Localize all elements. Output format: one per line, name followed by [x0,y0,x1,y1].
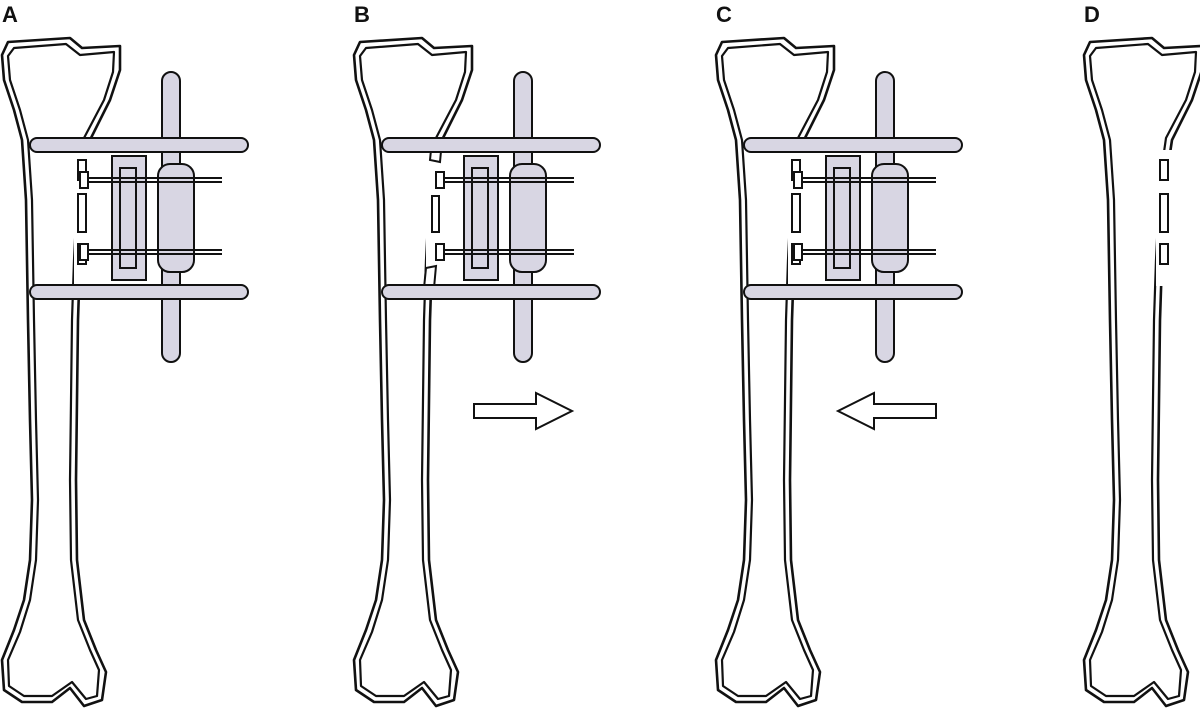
fixator-bottom-bar [29,284,249,300]
pin-clamp-1 [79,171,89,189]
tibia-outer-cortex [714,36,836,708]
transport-fragment [791,193,801,233]
pin-clamp-1 [435,171,445,189]
transport-direction-arrow-right [473,391,575,431]
pin-clamp-2 [793,243,803,261]
bone-segment-upper [1159,159,1169,181]
panel-label-a: A [2,2,18,27]
fixator-bottom-bar [381,284,601,300]
tibia-inner-cortex [358,42,468,701]
transport-carriage-inner [471,167,489,269]
panel-d: D [1082,2,1200,708]
pin-clamp-2 [435,243,445,261]
panel-label-b: B [354,2,370,27]
tibia-outer-cortex [0,36,122,708]
tibia-outer-cortex [352,36,474,708]
pin-clamp-2 [79,243,89,261]
fixator-top-bar [743,137,963,153]
pin-clamp-1 [793,171,803,189]
transport-fragment [431,195,440,233]
tibia-inner-cortex [720,42,830,701]
transport-carriage-inner [119,167,137,269]
transport-fragment [77,193,87,233]
fixator-top-bar [29,137,249,153]
distraction-unit [871,163,909,273]
tibia-outer-cortex [1082,36,1200,708]
tibia-inner-cortex [1088,42,1198,701]
distraction-unit [157,163,195,273]
distraction-unit [509,163,547,273]
panel-c: C [714,2,963,708]
fixator-bottom-bar [743,284,963,300]
panel-b: B [352,2,601,708]
fixator-top-bar [381,137,601,153]
tibia-inner-cortex [6,42,116,701]
panel-label-c: C [716,2,732,27]
transport-fragment [1159,193,1169,233]
panel-a: A [0,2,249,708]
bone-segment-lower [1159,243,1169,265]
transport-carriage-inner [833,167,851,269]
panel-label-d: D [1084,2,1100,27]
transport-direction-arrow-left [835,391,937,431]
